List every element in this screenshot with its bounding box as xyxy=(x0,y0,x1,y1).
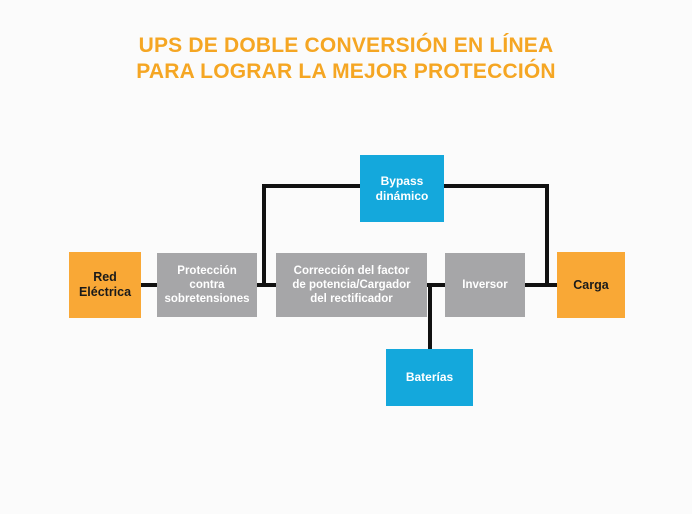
node-bypass-dinamico[interactable]: Bypass dinámico xyxy=(360,155,444,222)
node-inversor[interactable]: Inversor xyxy=(445,253,525,317)
node-baterias[interactable]: Baterías xyxy=(386,349,473,406)
page-title-line-2: PARA LOGRAR LA MEJOR PROTECCIÓN xyxy=(136,60,556,83)
node-baterias-label: Baterías xyxy=(405,370,454,384)
connector-proteccion-to-rectificador xyxy=(257,283,276,287)
node-rectificador[interactable]: Corrección del factor de potencia/Cargad… xyxy=(276,253,427,317)
page-title: UPS DE DOBLE CONVERSIÓN EN LÍNEA PARA LO… xyxy=(0,33,692,85)
connector-inversor-to-carga xyxy=(525,283,558,287)
connector-bypass-riser-right xyxy=(545,184,549,285)
connector-bypass-bus-left xyxy=(262,184,362,188)
node-carga[interactable]: Carga xyxy=(557,252,625,318)
node-proteccion-label: Protección contra sobretensiones xyxy=(164,265,250,305)
connector-red-to-proteccion xyxy=(141,283,158,287)
page-title-line-1: UPS DE DOBLE CONVERSIÓN EN LÍNEA xyxy=(138,34,554,57)
connector-bypass-riser-left xyxy=(262,184,266,285)
connector-baterias-drop xyxy=(428,283,432,351)
node-bypass-label: Bypass dinámico xyxy=(375,173,429,203)
node-carga-label: Carga xyxy=(573,277,609,292)
connector-rectificador-to-inversor xyxy=(427,283,445,287)
node-rectificador-label: Corrección del factor de potencia/Cargad… xyxy=(292,265,411,305)
node-inversor-label: Inversor xyxy=(462,279,508,291)
node-proteccion-contra-sobretensiones[interactable]: Protección contra sobretensiones xyxy=(157,253,257,317)
node-red-electrica[interactable]: Red Eléctrica xyxy=(69,252,141,318)
connector-bypass-bus-right xyxy=(443,184,549,188)
node-red-electrica-label: Red Eléctrica xyxy=(78,270,132,299)
